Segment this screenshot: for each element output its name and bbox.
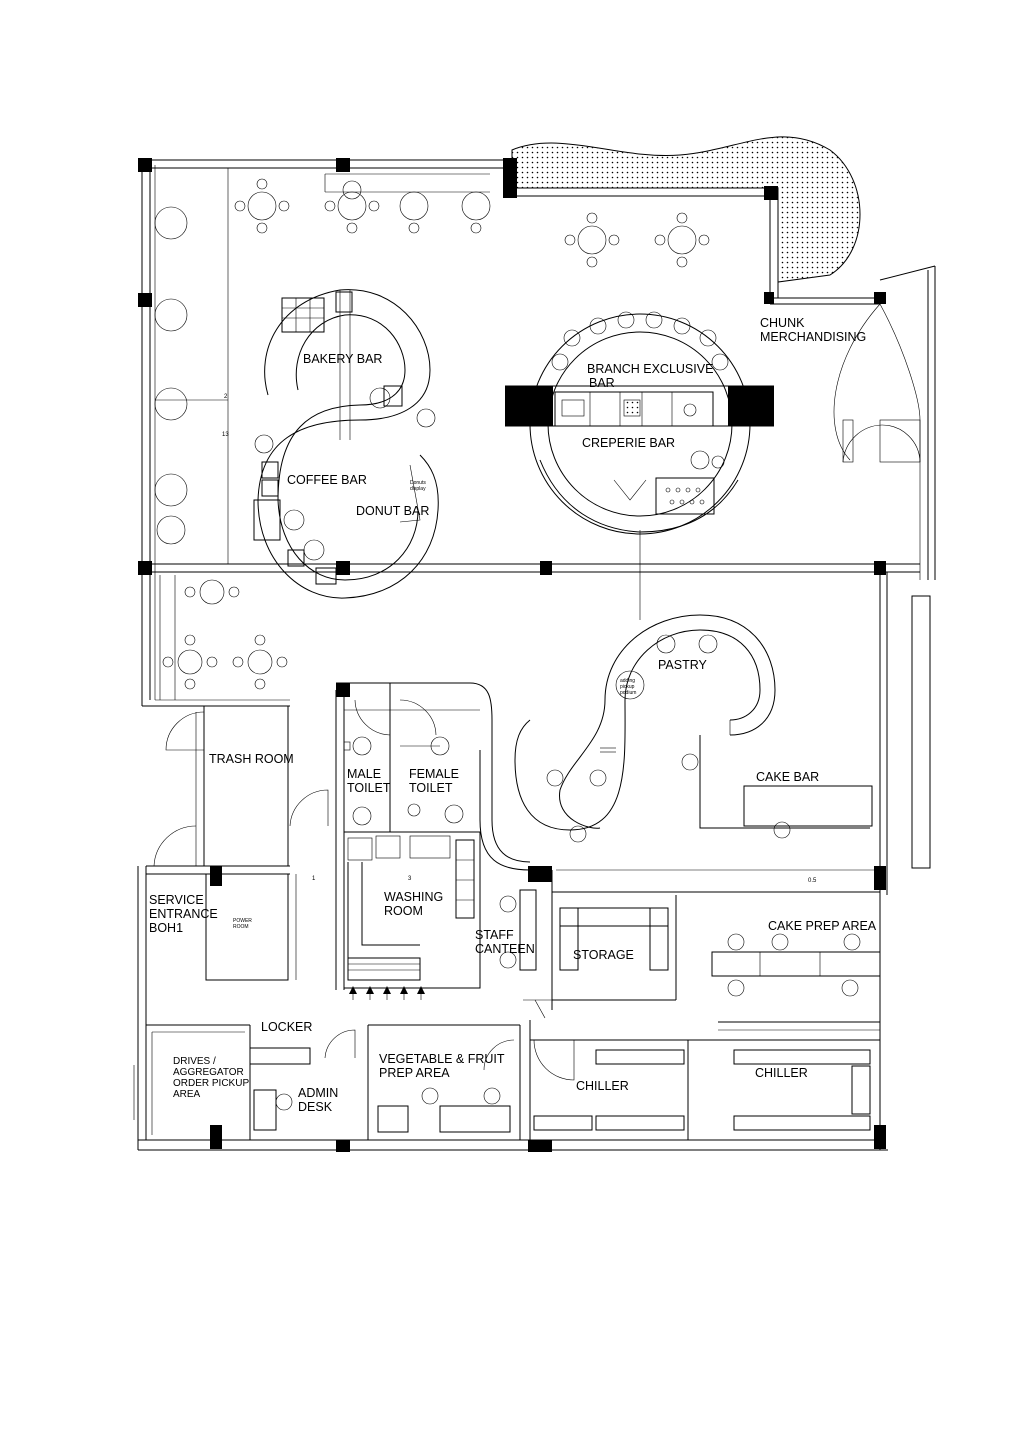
- label-aggregator: AGGREGATOR: [173, 1067, 244, 1078]
- prep-tables: [249, 889, 881, 1131]
- note-room: ROOM: [233, 924, 249, 930]
- label-male-toilet: TOILET: [347, 781, 391, 795]
- outer-walls: [133, 159, 936, 1151]
- dim-2: 2: [224, 394, 228, 400]
- label-entrance: ENTRANCE: [149, 907, 218, 921]
- note-podium: podium: [620, 690, 636, 696]
- label-bakery-bar: BAKERY BAR: [303, 352, 382, 366]
- dim-1: 1: [312, 876, 316, 882]
- structural-columns: [138, 158, 886, 1152]
- dim-3: 3: [408, 876, 412, 882]
- label-female-toilet: TOILET: [409, 781, 453, 795]
- label-cake-prep-area: CAKE PREP AREA: [768, 919, 877, 933]
- note-donuts: Donuts: [410, 480, 426, 486]
- label-area: AREA: [173, 1089, 201, 1100]
- shelving: [377, 907, 871, 1133]
- label-admin: ADMIN: [298, 1086, 338, 1100]
- dim-13: 13: [222, 432, 229, 438]
- label-trash-room: TRASH ROOM: [209, 752, 294, 766]
- service-arrows: [349, 986, 425, 1000]
- label-donut-bar: DONUT BAR: [356, 504, 429, 518]
- label-washing-room: ROOM: [384, 904, 423, 918]
- dining-tables: [154, 178, 710, 690]
- label-branch-exclusive-bar: BAR: [589, 376, 615, 390]
- small-notes: Donuts display adding pickup podium POWE…: [233, 480, 636, 930]
- label-coffee-bar: COFFEE BAR: [287, 473, 367, 487]
- label-chiller-2: CHILLER: [755, 1066, 808, 1080]
- note-adding: adding: [620, 678, 635, 684]
- label-branch-exclusive: BRANCH EXCLUSIVE: [587, 362, 713, 376]
- door-swings: [153, 303, 921, 1081]
- note-display: display: [410, 486, 426, 492]
- label-pastry: PASTRY: [658, 658, 708, 672]
- bakery-coffee-donut-counter: [253, 180, 439, 599]
- label-storage: STORAGE: [573, 948, 634, 962]
- creperie-counter: [529, 311, 751, 535]
- label-drives: DRIVES /: [173, 1056, 216, 1067]
- label-order-pickup: ORDER PICKUP: [173, 1078, 249, 1089]
- label-staff-canteen: CANTEEN: [475, 942, 535, 956]
- terrace-planter: [511, 136, 861, 283]
- label-chunk: CHUNK: [760, 316, 805, 330]
- note-pickup: pickup: [620, 684, 635, 690]
- label-desk: DESK: [298, 1100, 333, 1114]
- label-female: FEMALE: [409, 767, 459, 781]
- toilet-fixtures: [343, 736, 475, 981]
- label-cake-bar: CAKE BAR: [756, 770, 819, 784]
- label-staff: STAFF: [475, 928, 514, 942]
- label-prep-area: PREP AREA: [379, 1066, 450, 1080]
- label-vegetable-fruit: VEGETABLE & FRUIT: [379, 1052, 505, 1066]
- label-boh1: BOH1: [149, 921, 183, 935]
- label-male: MALE: [347, 767, 381, 781]
- label-washing: WASHING: [384, 890, 443, 904]
- label-service: SERVICE: [149, 893, 204, 907]
- dimension-marks: 2 13 1 3 0.5: [222, 394, 817, 884]
- dim-0-5: 0.5: [808, 878, 817, 884]
- room-labels: BAKERY BAR COFFEE BAR DONUT BAR BRANCH E…: [149, 316, 877, 1114]
- label-creperie-bar: CREPERIE BAR: [582, 436, 675, 450]
- label-merchandising: MERCHANDISING: [760, 330, 866, 344]
- interior-walls: [146, 168, 881, 1150]
- label-locker: LOCKER: [261, 1020, 312, 1034]
- note-power: POWER: [233, 918, 252, 924]
- pastry-cake-counter: [514, 614, 873, 843]
- label-chiller-1: CHILLER: [576, 1079, 629, 1093]
